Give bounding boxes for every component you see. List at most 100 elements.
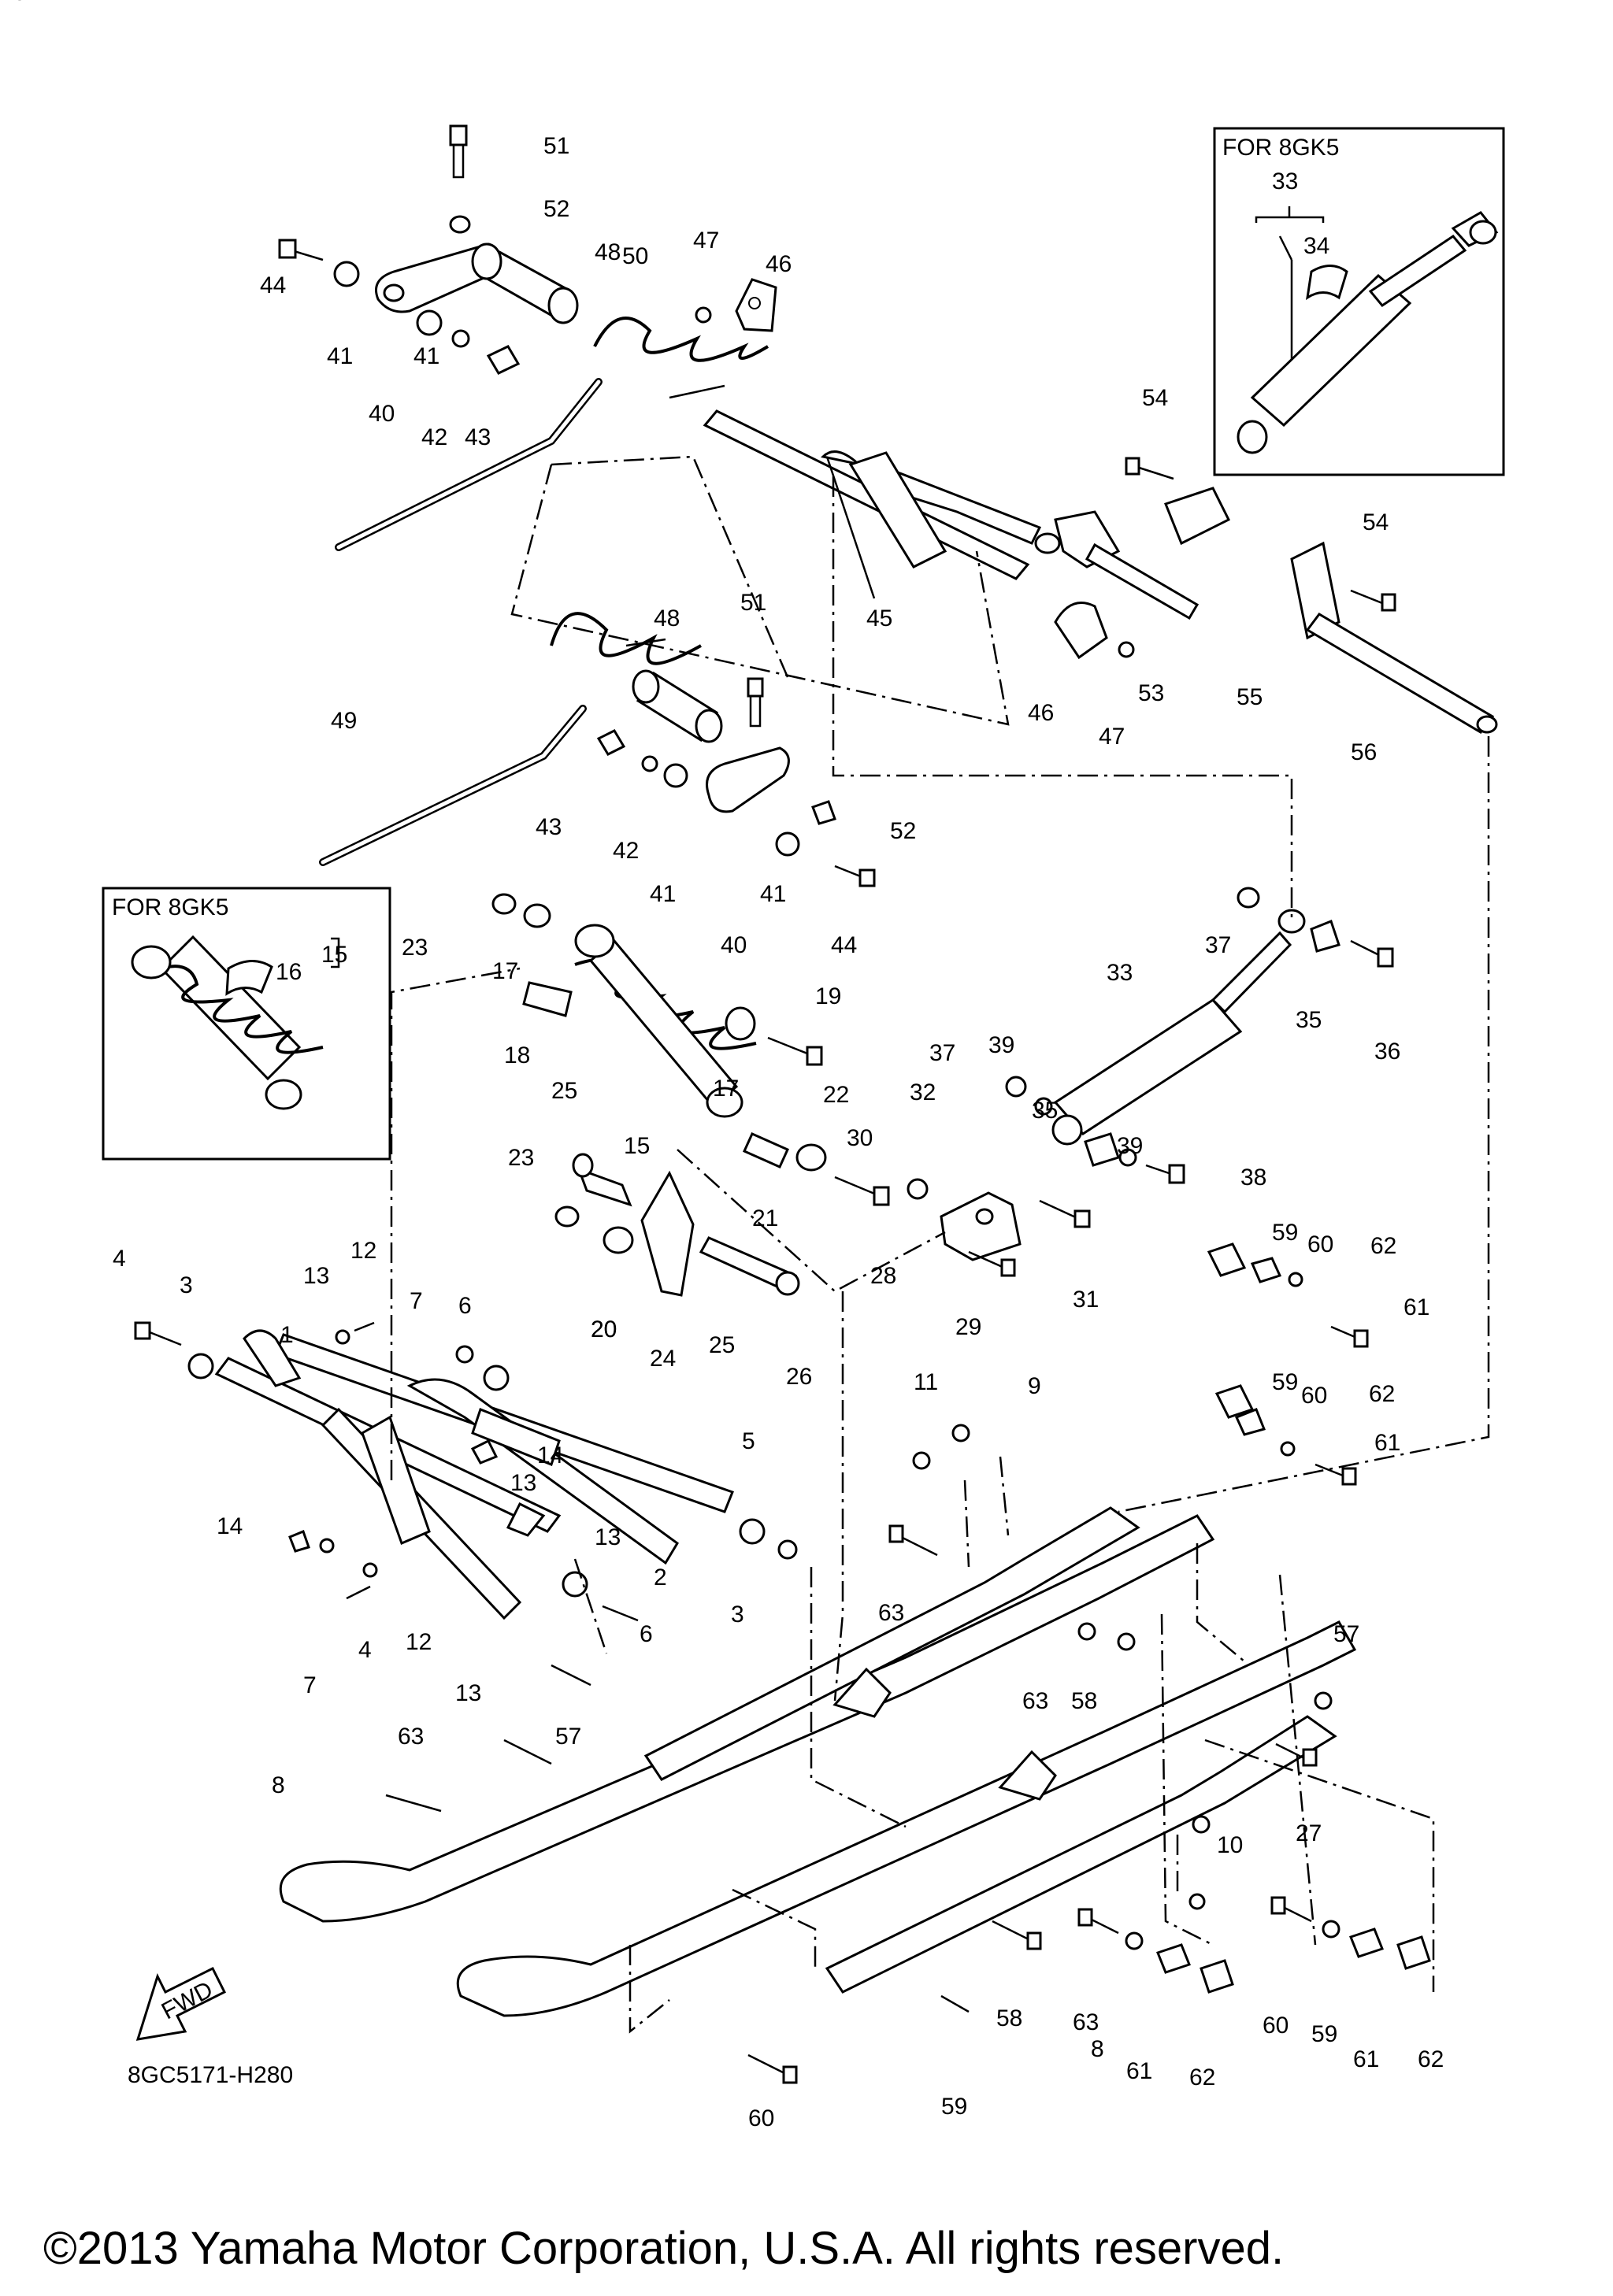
callout-46: 46 [766,251,792,277]
callout-57: 57 [1333,1621,1359,1647]
callout-61: 61 [1353,2046,1379,2072]
callout-60: 60 [1301,1383,1327,1409]
callout-42: 42 [613,838,639,864]
callout-54: 54 [1363,509,1389,535]
callout-15: 15 [321,942,347,968]
callout-47: 47 [693,228,719,254]
callout-51: 51 [543,133,569,159]
callout-59: 59 [1272,1220,1298,1246]
callout-61: 61 [1126,2058,1152,2084]
callout-20: 20 [591,1316,617,1342]
callout-62: 62 [1418,2046,1444,2072]
shock-spring-alt-left [131,935,340,1110]
callout-59: 59 [1272,1369,1298,1395]
callout-41: 41 [327,343,353,369]
callout-26: 26 [786,1364,812,1390]
callout-22: 22 [823,1082,849,1108]
callout-6: 6 [640,1621,653,1647]
callout-18: 18 [504,1042,530,1068]
callout-37: 37 [1205,932,1231,958]
callout-8: 8 [272,1772,285,1798]
slide-rails [279,1242,1431,2084]
callout-13: 13 [455,1680,481,1706]
callout-63: 63 [1073,2009,1099,2035]
lower-torsion-spring-assembly [319,612,876,887]
callout-10: 10 [1217,1832,1243,1858]
callout-27: 27 [1296,1820,1322,1846]
callout-14: 14 [537,1442,563,1468]
inset-title-top: FOR 8GK5 [1222,135,1339,161]
pivot-bracket [554,1132,1091,1297]
rear-arm-frame [703,409,1498,734]
callout-6: 6 [458,1293,472,1319]
callout-60: 60 [1307,1231,1333,1257]
damper-unit [1005,887,1394,1184]
callout-39: 39 [988,1032,1014,1058]
callout-3: 3 [731,1602,744,1628]
callout-30: 30 [847,1125,873,1151]
callout-29: 29 [955,1314,981,1340]
callout-56: 56 [1351,739,1377,765]
callout-15: 15 [624,1133,650,1159]
front-arm-assembly [134,1321,798,1622]
callout-17: 17 [713,1076,739,1102]
callout-27: 27 [0,0,26,6]
upper-torsion-spring-assembly [278,124,777,551]
callout-39: 39 [1117,1133,1143,1159]
callout-4: 4 [113,1246,126,1272]
callout-31: 31 [1073,1287,1099,1313]
callout-36: 36 [1374,1039,1400,1065]
callout-42: 42 [421,424,447,450]
callout-12: 12 [350,1238,376,1264]
callout-11: 11 [914,1369,938,1395]
callout-63: 63 [878,1600,904,1626]
callout-43: 43 [465,424,491,450]
copyright-notice: ©2013 Yamaha Motor Corporation, U.S.A. A… [43,2223,1284,2274]
callout-40: 40 [721,932,747,958]
callout-63: 63 [398,1724,424,1750]
callout-54: 54 [1142,385,1168,411]
callout-41: 41 [760,881,786,907]
callout-53: 53 [1138,680,1164,706]
callout-58: 58 [1071,1688,1097,1714]
fwd-arrow: FWD [135,1966,227,2041]
callout-41: 41 [650,881,676,907]
inset-box-top-right: FOR 8GK5 [1213,127,1505,476]
callout-8: 8 [1091,2036,1104,2062]
callout-60: 60 [748,2105,774,2131]
callout-61: 61 [1374,1430,1400,1456]
callout-23: 23 [508,1145,534,1171]
callout-2: 2 [654,1565,667,1591]
callout-48: 48 [654,605,680,631]
callout-63: 63 [1022,1688,1048,1714]
callout-14: 14 [217,1513,243,1539]
leader-lines [390,455,1490,2034]
callout-44: 44 [831,932,857,958]
callout-28: 28 [870,1263,896,1289]
callout-13: 13 [595,1524,621,1550]
callout-33: 33 [1272,168,1298,194]
inset-title-left: FOR 8GK5 [112,894,228,920]
callout-41: 41 [413,343,439,369]
callout-35: 35 [1296,1007,1322,1033]
callout-38: 38 [1240,1165,1266,1191]
shock-absorber-alt-top [1237,206,1499,454]
callout-33: 33 [1107,960,1133,986]
callout-17: 17 [492,958,518,984]
callout-47: 47 [1099,724,1125,750]
callout-34: 34 [1303,233,1329,259]
callout-60: 60 [1263,2013,1289,2039]
callout-62: 62 [1189,2065,1215,2090]
callout-16: 16 [276,959,302,985]
callout-45: 45 [866,605,892,631]
callout-51: 51 [740,590,766,616]
callout-3: 3 [180,1272,193,1298]
callout-57: 57 [555,1724,581,1750]
callout-48: 48 [595,239,621,265]
callout-43: 43 [536,814,562,840]
callout-46: 46 [1028,700,1054,726]
callout-40: 40 [369,401,395,427]
callout-10: 10 [0,0,26,6]
